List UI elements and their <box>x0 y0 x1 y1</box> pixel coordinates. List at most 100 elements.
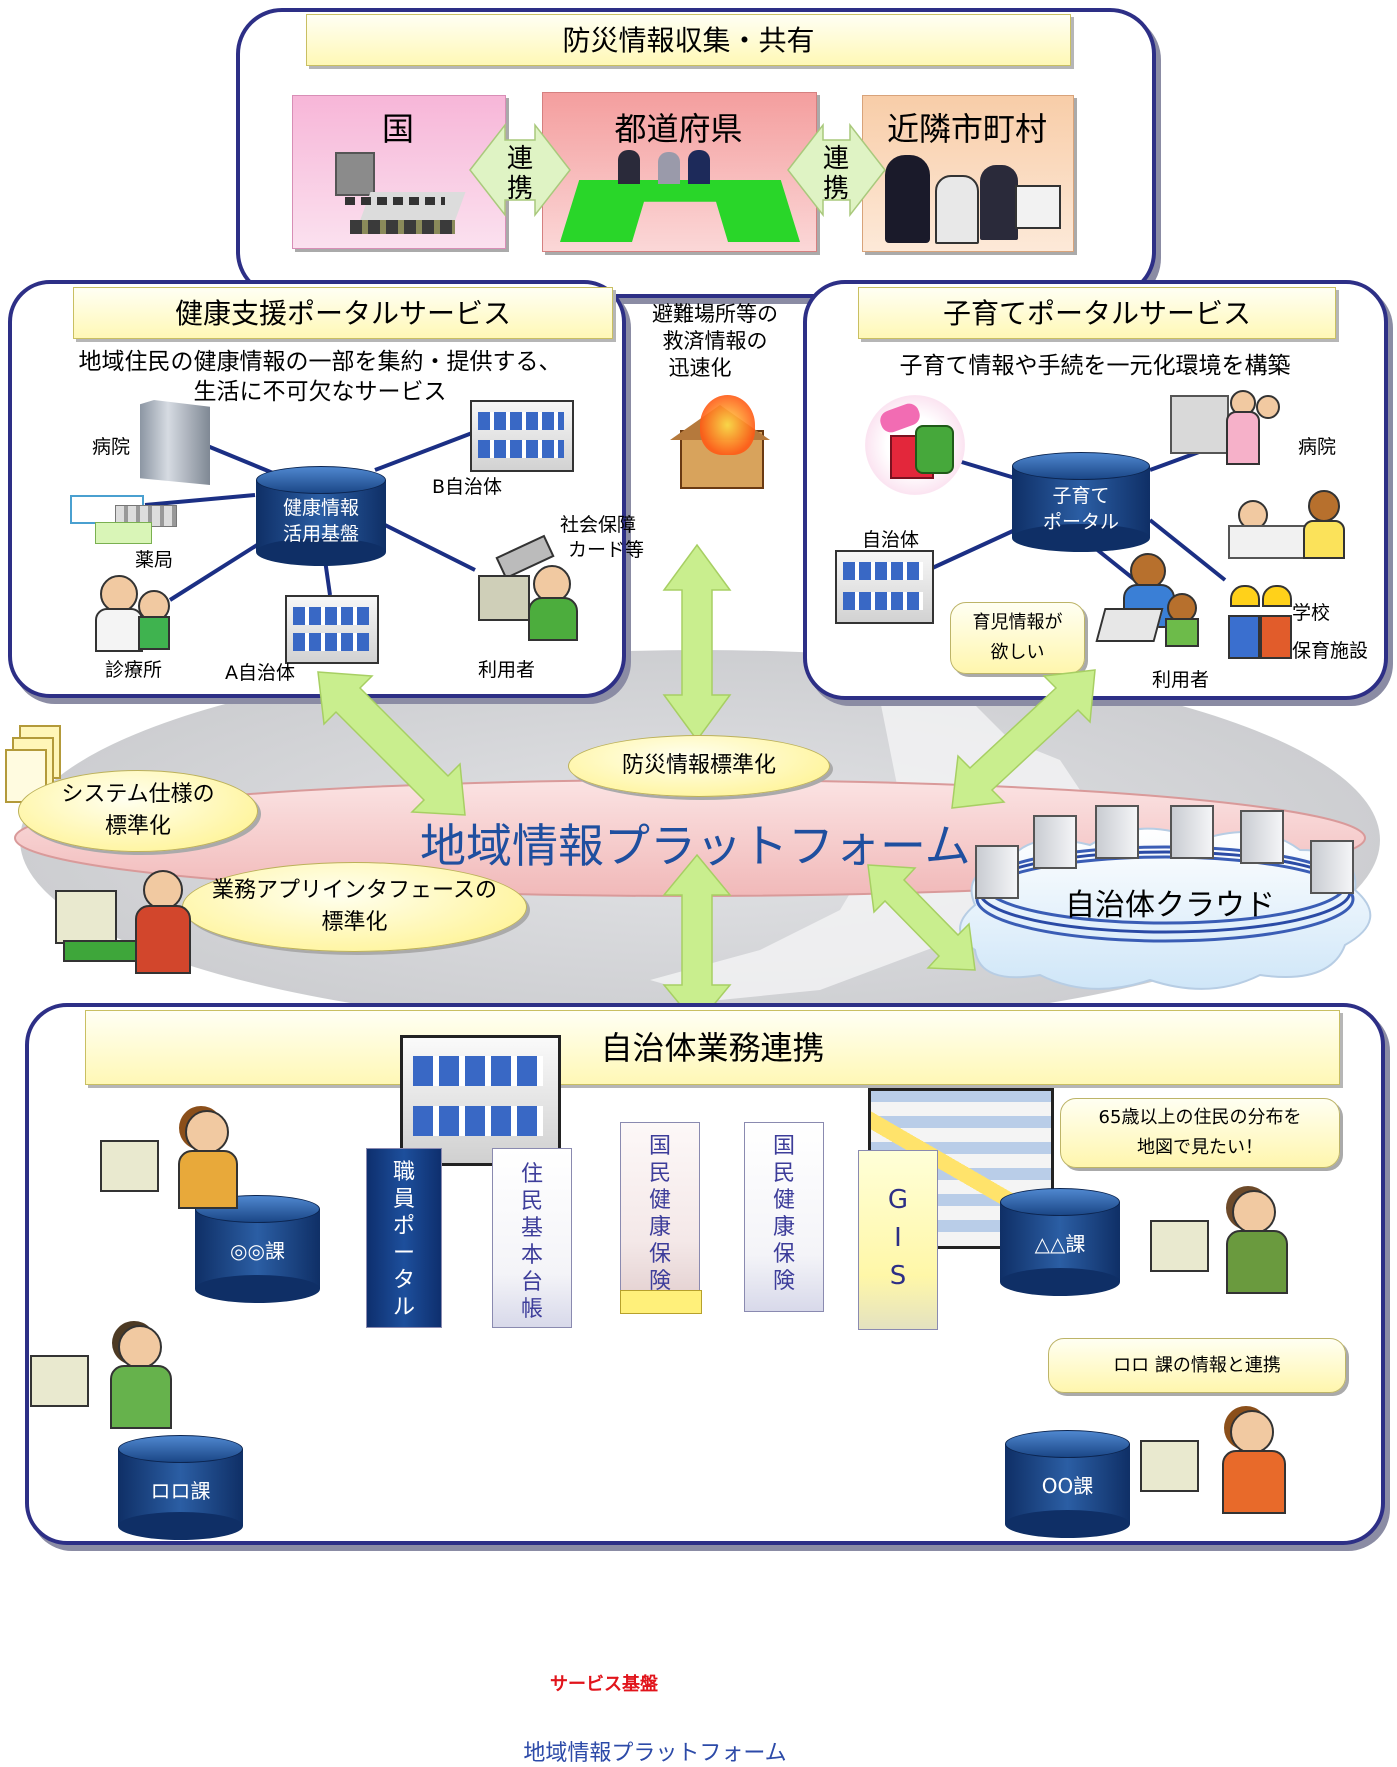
disaster-title: 防災情報収集・共有 <box>562 24 815 57</box>
app-std-bubble: 業務アプリインタフェースの 標準化 <box>182 862 527 952</box>
childcare-user-icon <box>1095 548 1200 648</box>
conference-room-illustration <box>325 152 466 237</box>
childcare-hub-label-1: 子育て <box>1052 485 1110 507</box>
health-title: 健康支援ポータルサービス <box>174 297 511 330</box>
system-std-bubble: システム仕様の 標準化 <box>18 770 258 852</box>
staff-worker-icon-c <box>30 1325 175 1430</box>
childcare-gov-building-icon <box>835 550 934 624</box>
childcare-title: 子育てポータルサービス <box>942 297 1251 330</box>
social-card-label-2: カード等 <box>568 539 645 561</box>
service-base-label: サービス基盤 <box>550 1674 658 1695</box>
gift-clothes-icon <box>865 395 965 495</box>
dept-d-cylinder: OO課 <box>1005 1430 1130 1538</box>
dept-a-label: ◎◎課 <box>230 1239 285 1263</box>
operator-computer-icon <box>55 870 195 980</box>
pillar-label-resident-registry: 住民基本台帳 <box>520 1162 543 1322</box>
health-connections <box>144 428 481 602</box>
clinic-doctor-icon <box>90 570 170 652</box>
prefecture-label: 都道府県 <box>614 110 743 148</box>
document-stack-icon <box>5 725 65 805</box>
server-row-icons <box>975 805 1355 899</box>
childcare-desc: 子育て情報や手続を一元化環境を構築 <box>899 353 1291 379</box>
pharmacy-label: 薬局 <box>135 549 174 571</box>
app-std-line2: 標準化 <box>321 910 388 935</box>
health-title-banner: 健康支援ポータルサービス <box>73 287 613 339</box>
disaster-std-bubble: 防災情報標準化 <box>568 735 830 797</box>
link-arrows-layer <box>469 122 886 218</box>
childcare-diagonal-arrow <box>951 669 1096 809</box>
childcare-title-banner: 子育てポータルサービス <box>858 287 1336 339</box>
pillar-staff-portal: 職員ポータル <box>366 1148 442 1328</box>
country-label: 国 <box>381 110 414 148</box>
service-rings-layer <box>0 0 1397 1555</box>
school-clerk-icon <box>1228 485 1345 565</box>
system-std-line1: システム仕様の <box>61 782 215 807</box>
dept-link-callout: ロロ 課の情報と連携 <box>1048 1338 1346 1393</box>
disaster-title-banner: 防災情報収集・共有 <box>306 14 1071 66</box>
childcare-hub-cylinder: 子育て ポータル <box>1012 452 1150 552</box>
staff-worker-icon-b <box>1150 1190 1290 1295</box>
link-label-left-2: 携 <box>506 174 533 204</box>
burning-house-icon <box>670 395 780 490</box>
business-title: 自治体業務連携 <box>600 1029 825 1067</box>
office-workers-illustration <box>880 145 1061 245</box>
childcare-gov-label: 自治体 <box>862 529 920 551</box>
dept-a-cylinder: ◎◎課 <box>195 1195 320 1303</box>
pillar-health-insurance-1: 国民健康保険 <box>620 1122 700 1294</box>
health-desc-line2: 生活に不可欠なサービス <box>193 379 447 405</box>
business-building-icon <box>400 1035 561 1166</box>
childcare-user-label: 利用者 <box>1152 669 1210 691</box>
relief-line2: 救済情報の <box>662 329 768 353</box>
link-arrow-right <box>787 122 886 218</box>
dept-c-label: ロロ課 <box>150 1479 211 1503</box>
pillar-label-health-insurance-2: 国民健康保険 <box>772 1134 795 1294</box>
health-hub-cylinder: 健康情報 活用基盤 <box>256 466 386 566</box>
pillar-health-insurance-2: 国民健康保険 <box>744 1122 824 1312</box>
staff-worker-icon-d <box>1140 1410 1290 1515</box>
social-card-label-1: 社会保障 <box>560 514 637 536</box>
hospital-building-icon <box>140 400 210 485</box>
link-arrow-left <box>469 122 571 218</box>
health-user-label: 利用者 <box>478 659 536 681</box>
dept-b-cylinder: △△課 <box>1000 1188 1120 1296</box>
b-gov-label: B自治体 <box>432 476 503 498</box>
a-gov-building-icon <box>285 595 379 664</box>
childcare-hub-label-2: ポータル <box>1042 511 1119 533</box>
pharmacy-medicine-icon <box>70 490 177 545</box>
dept-c-cylinder: ロロ課 <box>118 1435 243 1540</box>
childcare-callout: 育児情報が 欲しい <box>950 602 1085 674</box>
hospital-label: 病院 <box>92 436 131 458</box>
nursery-label: 保育施設 <box>1292 640 1369 662</box>
childcare-hospital-icon <box>1160 385 1280 480</box>
disaster-std-label: 防災情報標準化 <box>621 753 776 778</box>
neighbors-label: 近隣市町村 <box>886 110 1047 148</box>
gis-request-line2: 地図で見たい！ <box>1137 1137 1263 1158</box>
app-std-line1: 業務アプリインタフェースの <box>212 878 497 903</box>
platform-title: 地域情報プラットフォーム <box>420 819 971 873</box>
pillar-label-health-insurance-1: 国民健康保険 <box>648 1134 671 1294</box>
childcare-hospital-label: 病院 <box>1298 436 1337 458</box>
clinic-label: 診療所 <box>105 659 163 681</box>
staff-worker-icon-a <box>100 1110 240 1210</box>
dept-link-label: ロロ 課の情報と連携 <box>1113 1354 1281 1376</box>
dept-d-label: OO課 <box>1041 1474 1094 1498</box>
assembly-illustration <box>560 150 800 245</box>
link-label-left-1: 連 <box>506 144 533 174</box>
health-hub-label-1: 健康情報 <box>282 497 359 519</box>
gis-request-callout: 65歳以上の住民の分布を 地図で見たい！ <box>1060 1098 1340 1168</box>
link-label-right-1: 連 <box>822 144 849 174</box>
b-gov-building-icon <box>470 400 574 472</box>
pillar-resident-registry: 住民基本台帳 <box>492 1148 572 1328</box>
gis-request-line1: 65歳以上の住民の分布を <box>1098 1107 1302 1128</box>
childcare-callout-line2: 欲しい <box>990 642 1045 663</box>
user-computer-icon <box>478 534 588 645</box>
link-label-right-2: 携 <box>822 174 849 204</box>
cloud-label: 自治体クラウド <box>1065 888 1275 923</box>
business-title-banner: 自治体業務連携 <box>85 1010 1340 1085</box>
pillar-label-staff-portal: 職員ポータル <box>392 1160 415 1320</box>
health-hub-label-2: 活用基盤 <box>282 523 359 545</box>
platform-arrows-layer <box>317 543 1096 1027</box>
childcare-callout-line1: 育児情報が <box>972 612 1063 633</box>
system-std-line2: 標準化 <box>104 814 171 839</box>
